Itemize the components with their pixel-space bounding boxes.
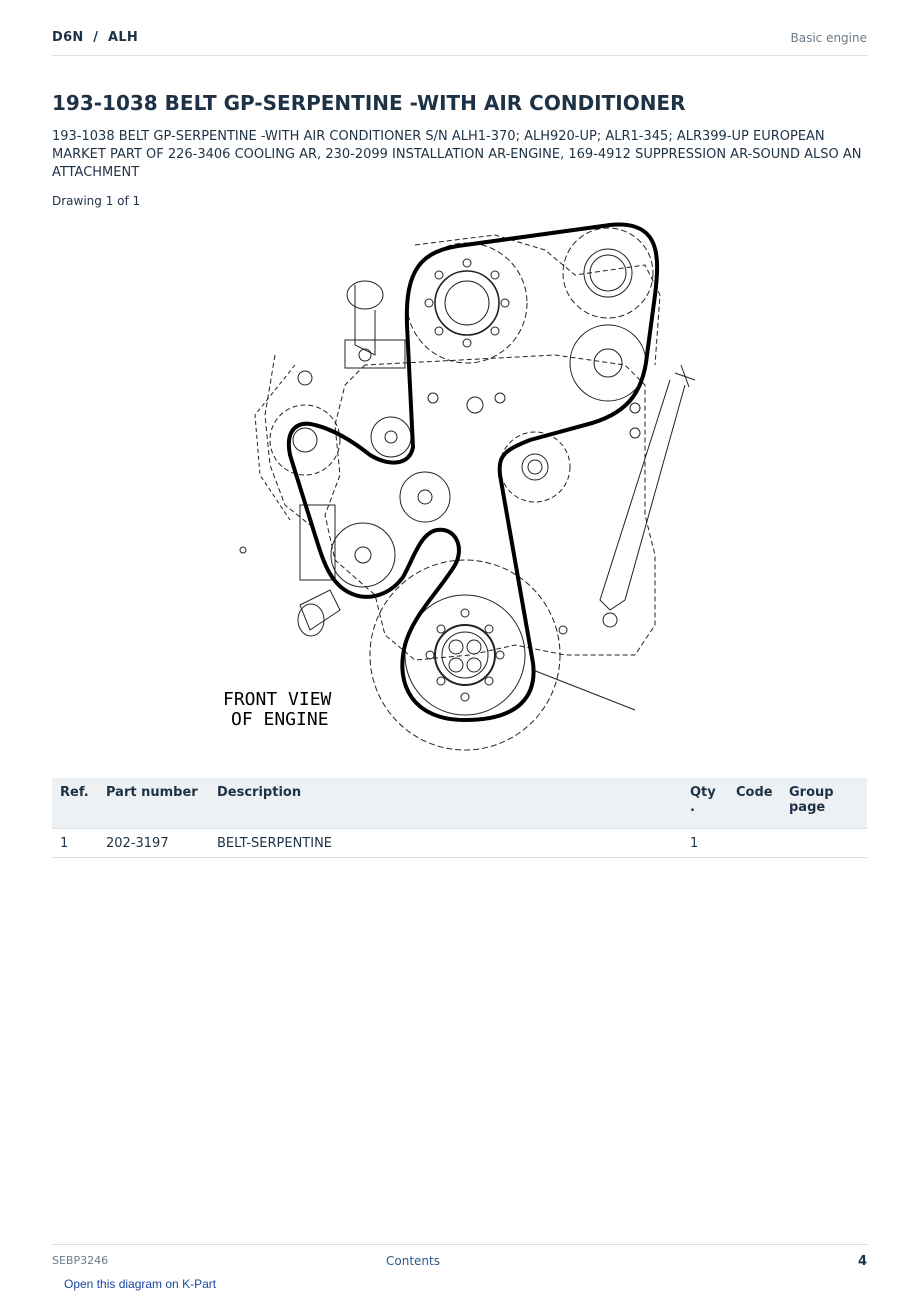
- page-title: 193-1038 BELT GP-SERPENTINE -WITH AIR CO…: [52, 91, 686, 115]
- page-header: D6N / ALH Basic engine: [52, 30, 867, 56]
- belt-diagram-drawing: FRONT VIEW OF ENGINE: [223, 222, 696, 751]
- belt-diagram: FRONT VIEW OF ENGINE: [215, 215, 715, 760]
- diagram-caption-line2: OF ENGINE: [231, 709, 329, 730]
- part-description: 193-1038 BELT GP-SERPENTINE -WITH AIR CO…: [52, 129, 862, 180]
- diagram-caption-line1: FRONT VIEW: [223, 689, 332, 710]
- col-part-number: Part number: [98, 778, 209, 829]
- col-qty: Qty .: [682, 778, 728, 829]
- parts-table-header: Ref. Part number Description Qty . Code …: [52, 778, 867, 829]
- page-footer: SEBP3246 Contents 4: [52, 1244, 867, 1274]
- table-row: 1 202-3197 BELT-SERPENTINE 1: [52, 828, 867, 858]
- machine-model: D6N / ALH: [52, 30, 139, 45]
- col-code: Code: [728, 778, 781, 829]
- drawing-count: Drawing 1 of 1: [52, 194, 141, 208]
- cell-code: [728, 828, 781, 858]
- col-description: Description: [209, 778, 682, 829]
- contents-link[interactable]: Contents: [386, 1254, 440, 1268]
- document-id: SEBP3246: [52, 1254, 109, 1267]
- cell-qty: 1: [682, 828, 728, 858]
- page-number: 4: [857, 1254, 867, 1269]
- parts-table: Ref. Part number Description Qty . Code …: [52, 778, 867, 858]
- serpentine-belt: [286, 222, 660, 722]
- col-group-page: Group page: [781, 778, 867, 829]
- col-ref: Ref.: [52, 778, 98, 829]
- cell-group-page: [781, 828, 867, 858]
- cell-ref: 1: [52, 828, 98, 858]
- open-in-kpart-link[interactable]: Open this diagram on K-Part: [64, 1277, 217, 1291]
- cell-description: BELT-SERPENTINE: [209, 828, 682, 858]
- cell-part-number: 202-3197: [98, 828, 209, 858]
- engine-outline: [239, 227, 696, 751]
- section-name: Basic engine: [790, 31, 867, 45]
